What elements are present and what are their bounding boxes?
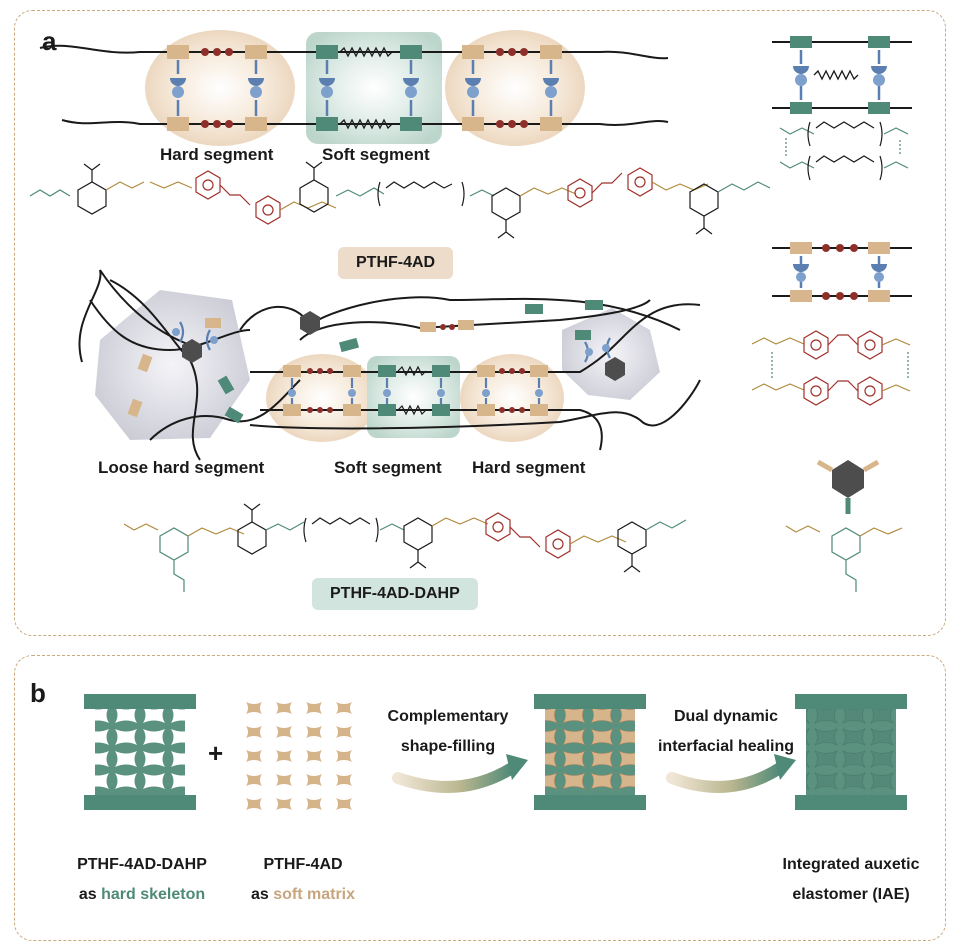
legend-hard-chemistry xyxy=(751,330,911,406)
soft-name: PTHF-4AD xyxy=(263,856,343,873)
arrow-1 xyxy=(392,754,528,793)
soft-prefix: as xyxy=(250,886,274,903)
pill-pthf-4ad: PTHF-4AD xyxy=(338,247,454,279)
step-1-line2: shape-filling xyxy=(400,738,496,755)
network-schematic xyxy=(78,269,701,461)
arrow-2 xyxy=(666,754,796,793)
label-loose-hard-segment: Loose hard segment xyxy=(98,458,265,477)
soft-role: soft matrix xyxy=(273,886,356,903)
label-hard-segment-mid: Hard segment xyxy=(472,458,586,477)
pill-pthf-4ad-dahp: PTHF-4AD-DAHP xyxy=(312,578,478,610)
hard-name: PTHF-4AD-DAHP xyxy=(77,856,207,873)
soft-matrix-caption: PTHF-4AD as soft matrix xyxy=(238,850,368,910)
legend-crosslinker xyxy=(816,459,880,514)
step-2-label: Dual dynamic interfacial healing xyxy=(646,702,806,762)
step-2-line1: Dual dynamic xyxy=(673,708,779,725)
soft-matrix-graphic[interactable] xyxy=(246,702,352,810)
panel-b xyxy=(14,655,946,941)
legend-soft-segment xyxy=(772,36,912,114)
hard-role: hard skeleton xyxy=(101,886,206,903)
pthf-4ad-structure xyxy=(29,161,771,239)
label-hard-segment-top: Hard segment xyxy=(160,145,274,164)
legend-hard-segment xyxy=(772,242,912,302)
label-soft-segment-top: Soft segment xyxy=(322,145,430,164)
plus-sign: + xyxy=(208,738,224,768)
hard-skeleton-graphic[interactable] xyxy=(84,694,196,810)
hard-skeleton-caption: PTHF-4AD-DAHP as hard skeleton xyxy=(62,850,222,910)
hard-prefix: as xyxy=(78,886,102,903)
iae-line1: Integrated auxetic xyxy=(782,856,920,873)
step-2-line2: interfacial healing xyxy=(657,738,795,755)
pthf-4ad-dahp-structure xyxy=(123,503,687,592)
iae-caption: Integrated auxetic elastomer (IAE) xyxy=(766,850,936,910)
legend-soft-chemistry xyxy=(779,121,909,181)
iae-graphic[interactable] xyxy=(795,694,907,810)
step-1-line1: Complementary xyxy=(387,708,509,725)
panel-b-letter: b xyxy=(30,678,46,708)
iae-line2: elastomer (IAE) xyxy=(792,886,910,903)
label-soft-segment-mid: Soft segment xyxy=(334,458,442,477)
panel-a-letter: a xyxy=(42,26,57,56)
panel-a xyxy=(14,10,946,636)
filled-composite-graphic[interactable] xyxy=(534,694,646,810)
legend-dahp-chemistry xyxy=(785,525,903,592)
top-chain-schematic xyxy=(39,30,669,146)
step-1-label: Complementary shape-filling xyxy=(378,702,518,762)
